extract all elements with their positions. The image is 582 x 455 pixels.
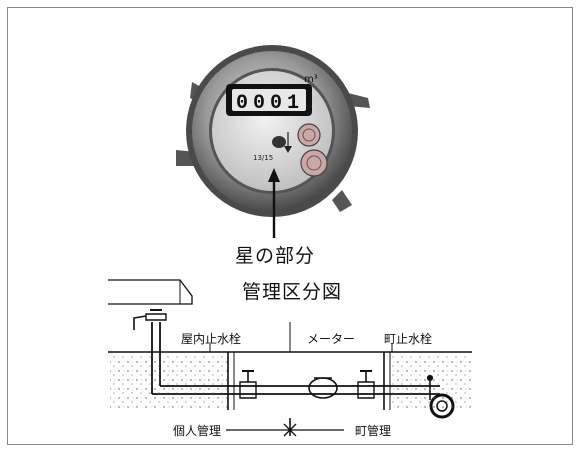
division-cross bbox=[283, 423, 297, 437]
serial-mark: 13/15 bbox=[253, 154, 273, 162]
indoor-valve-label: 屋内止水栓 bbox=[181, 332, 242, 346]
soil-left bbox=[110, 354, 228, 410]
soil-right bbox=[390, 354, 472, 410]
counter-digit: 0 bbox=[253, 92, 265, 115]
counter-display bbox=[232, 89, 306, 111]
dial-upper bbox=[297, 123, 321, 147]
meter-label: メーター bbox=[307, 332, 356, 346]
town-valve-body bbox=[357, 381, 375, 399]
counter-digit: 0 bbox=[236, 92, 248, 115]
unit-label: m³ bbox=[304, 74, 318, 85]
town-valve-label: 町止水栓 bbox=[384, 332, 433, 346]
star-part-label: 星の部分 bbox=[235, 245, 316, 267]
pointer-arrowhead bbox=[268, 168, 280, 182]
town-management-label: 町管理 bbox=[355, 424, 392, 438]
meter-lug bbox=[332, 190, 352, 212]
house-roof bbox=[108, 279, 193, 305]
water-meter-photo bbox=[176, 45, 370, 238]
faucet-spout bbox=[133, 315, 147, 330]
diagram-title: 管理区分図 bbox=[242, 281, 343, 303]
flow-arrow-head bbox=[284, 146, 292, 153]
meter-body bbox=[308, 377, 338, 399]
star-indicator bbox=[272, 136, 286, 148]
personal-management-label: 個人管理 bbox=[173, 424, 222, 438]
counter-digit: 1 bbox=[287, 92, 299, 115]
dial-lower bbox=[300, 149, 328, 177]
indoor-valve-body bbox=[239, 381, 257, 399]
fraction-mark: 0.1 bbox=[305, 104, 313, 115]
dial-upper-inner bbox=[302, 128, 316, 142]
faucet-body bbox=[145, 313, 167, 321]
counter-digit: 0 bbox=[270, 92, 282, 115]
dial-lower-inner bbox=[306, 155, 322, 171]
